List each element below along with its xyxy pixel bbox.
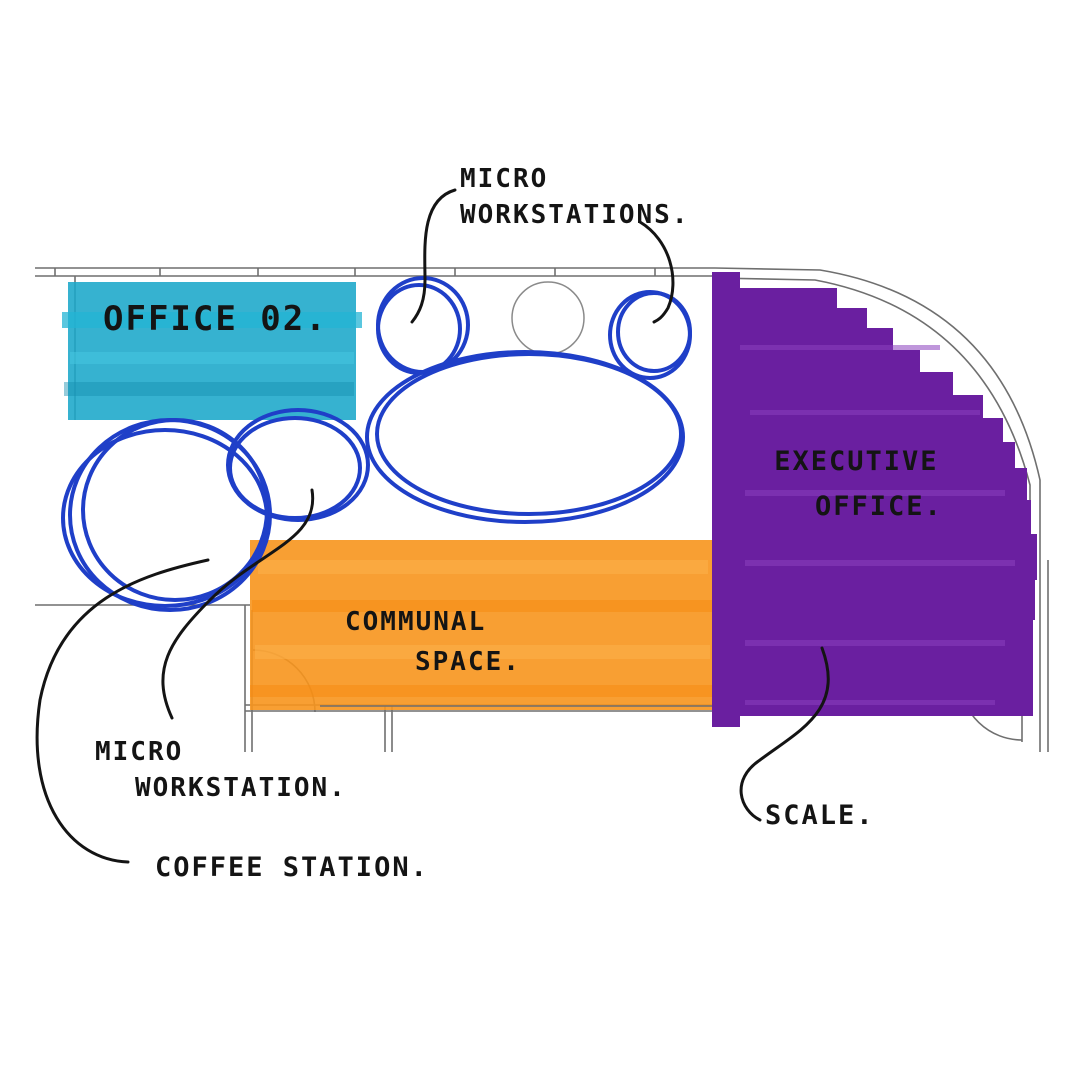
executive-office-line1: EXECUTIVE	[774, 446, 939, 477]
coffee-station-annotation: COFFEE STATION.	[155, 852, 429, 883]
micro-workstations-annotation: MICRO WORKSTATIONS.	[460, 164, 690, 231]
leader-scale	[739, 646, 830, 822]
micro-workstations-line2: WORKSTATIONS.	[460, 199, 690, 230]
executive-office-zone	[712, 272, 1037, 727]
executive-office-label: EXECUTIVE OFFICE.	[770, 446, 943, 522]
leader-micro-workstations-left	[410, 188, 457, 324]
communal-space-label: COMMUNAL SPACE.	[345, 607, 521, 678]
leader-coffee-station	[35, 558, 210, 864]
workstation-circles	[61, 276, 692, 612]
workstation-circle-middle	[226, 408, 370, 522]
leader-lines	[35, 188, 830, 864]
communal-space-line1: COMMUNAL	[345, 607, 487, 637]
workstation-circle-large	[61, 418, 272, 612]
workstation-circle-top-right	[608, 290, 692, 380]
coffee-station-text: COFFEE STATION.	[155, 852, 429, 883]
scale-text: SCALE.	[765, 800, 875, 831]
office-02-label: OFFICE 02.	[103, 299, 328, 339]
communal-space-line2: SPACE.	[415, 646, 521, 677]
round-table-outline	[511, 281, 585, 355]
scale-annotation: SCALE.	[765, 800, 875, 831]
leader-micro-workstation	[161, 488, 315, 720]
conference-table-ellipse	[365, 350, 685, 524]
office-02-text: OFFICE 02.	[103, 299, 328, 339]
communal-space-zone	[250, 540, 715, 710]
office-02-zone	[62, 282, 362, 420]
micro-workstation-line1: MICRO	[95, 737, 184, 767]
executive-office-line2: OFFICE.	[815, 491, 943, 523]
micro-workstation-annotation: MICRO WORKSTATION.	[95, 737, 347, 804]
micro-workstation-line2: WORKSTATION.	[135, 772, 347, 803]
leader-micro-workstations-right	[638, 220, 675, 324]
micro-workstations-line1: MICRO	[460, 164, 549, 194]
